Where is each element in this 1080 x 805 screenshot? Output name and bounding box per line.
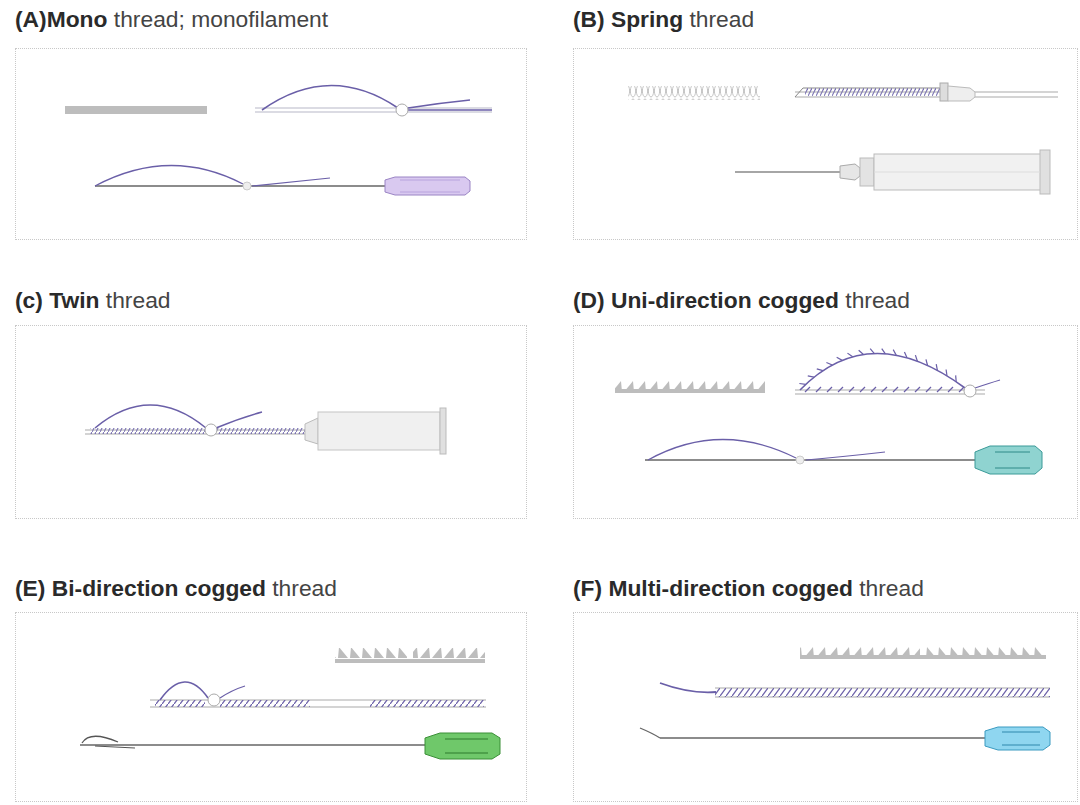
- panel-frame: [15, 612, 527, 802]
- panel-frame: [573, 325, 1078, 519]
- panel-frame: [15, 325, 527, 519]
- panel-label-suffix: thread: [272, 575, 337, 601]
- panel-label: (E) Bi-direction cogged: [15, 575, 266, 601]
- panel-label-suffix: thread; monofilament: [114, 6, 328, 32]
- mono-thread: [65, 85, 492, 195]
- panel-label-suffix: thread: [690, 6, 755, 32]
- panel-heading: (A)Mono thread; monofilament: [15, 4, 527, 34]
- panel-frame: [15, 48, 527, 240]
- panel-frame: [573, 612, 1078, 802]
- bi-direction-cogged-thread: [80, 648, 500, 759]
- panel-heading: (B) Spring thread: [573, 4, 1078, 34]
- panel-label: (F) Multi-direction cogged: [573, 575, 853, 601]
- panel-label: (D) Uni-direction cogged: [573, 287, 839, 313]
- multi-direction-cogged-thread: [640, 644, 1050, 750]
- spring-thread: [628, 83, 1058, 194]
- uni-direction-cogged-thread: [615, 349, 1042, 474]
- panel-label: (B) Spring: [573, 6, 683, 32]
- panel-heading: (D) Uni-direction cogged thread: [573, 285, 1078, 315]
- panel-frame: [573, 48, 1078, 240]
- thread-panel: (B) Spring thread: [573, 4, 1078, 240]
- thread-panel: (A)Mono thread; monofilament: [15, 4, 527, 240]
- thread-panel: (F) Multi-direction cogged thread: [573, 573, 1078, 802]
- panel-label-suffix: thread: [859, 575, 924, 601]
- panel-label-suffix: thread: [106, 287, 171, 313]
- twin-thread: [85, 405, 446, 454]
- thread-panel: (E) Bi-direction cogged thread: [15, 573, 527, 802]
- panel-label-suffix: thread: [845, 287, 910, 313]
- thread-panel: (D) Uni-direction cogged thread: [573, 285, 1078, 519]
- panel-label: (c) Twin: [15, 287, 99, 313]
- thread-panel: (c) Twin thread: [15, 285, 527, 519]
- panel-heading: (c) Twin thread: [15, 285, 527, 315]
- panel-label: (A)Mono: [15, 6, 107, 32]
- panel-heading: (F) Multi-direction cogged thread: [573, 573, 1078, 603]
- panel-heading: (E) Bi-direction cogged thread: [15, 573, 527, 603]
